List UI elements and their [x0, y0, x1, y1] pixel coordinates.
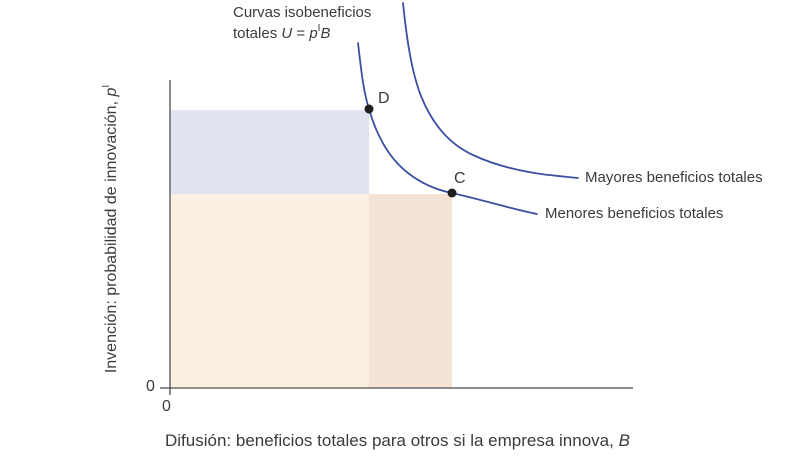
upper-curve-label: Mayores beneficios totales: [585, 169, 763, 186]
isobenefit-curve-lower: [357, 42, 538, 215]
x-axis-label: Difusión: beneficios totales para otros …: [165, 431, 630, 451]
x-axis-var-B: B: [618, 431, 630, 450]
annotation-var-B: B: [320, 25, 331, 42]
point-C-label: C: [454, 170, 466, 187]
region-invention-gain: [171, 110, 369, 194]
point-D-dot: [364, 104, 374, 114]
y-axis-var-p: p: [103, 87, 120, 97]
point-D-label: D: [378, 90, 390, 107]
annotation-equals: =: [292, 25, 310, 42]
y-origin-tick-label: 0: [146, 378, 155, 395]
y-axis-label: Invención: probabilidad de innovación, p…: [100, 29, 127, 429]
x-origin-tick-label: 0: [162, 398, 171, 415]
annotation-sup-I: I: [317, 23, 321, 34]
point-C-dot: [447, 188, 457, 198]
annotation-var-p: p: [309, 25, 318, 42]
lower-curve-label: Menores beneficios totales: [545, 205, 724, 222]
x-axis-label-text: Difusión: beneficios totales para otros …: [165, 431, 619, 450]
annotation-var-U: U: [281, 25, 293, 42]
annotation-line1: Curvas isobeneficios: [233, 4, 372, 21]
annotation-line2-prefix: totales: [233, 25, 282, 42]
region-diffusion-gain: [369, 194, 452, 387]
isobenefit-curve-upper: [402, 2, 579, 179]
isobenefit-annotation: Curvas isobeneficios totales U = pIB: [233, 2, 371, 44]
region-common-benefit: [171, 194, 369, 387]
y-axis-label-text: Invención: probabilidad de innovación,: [103, 96, 120, 374]
y-axis-sup-I: I: [100, 84, 112, 88]
annotation-line2: totales U = pIB: [233, 23, 371, 44]
